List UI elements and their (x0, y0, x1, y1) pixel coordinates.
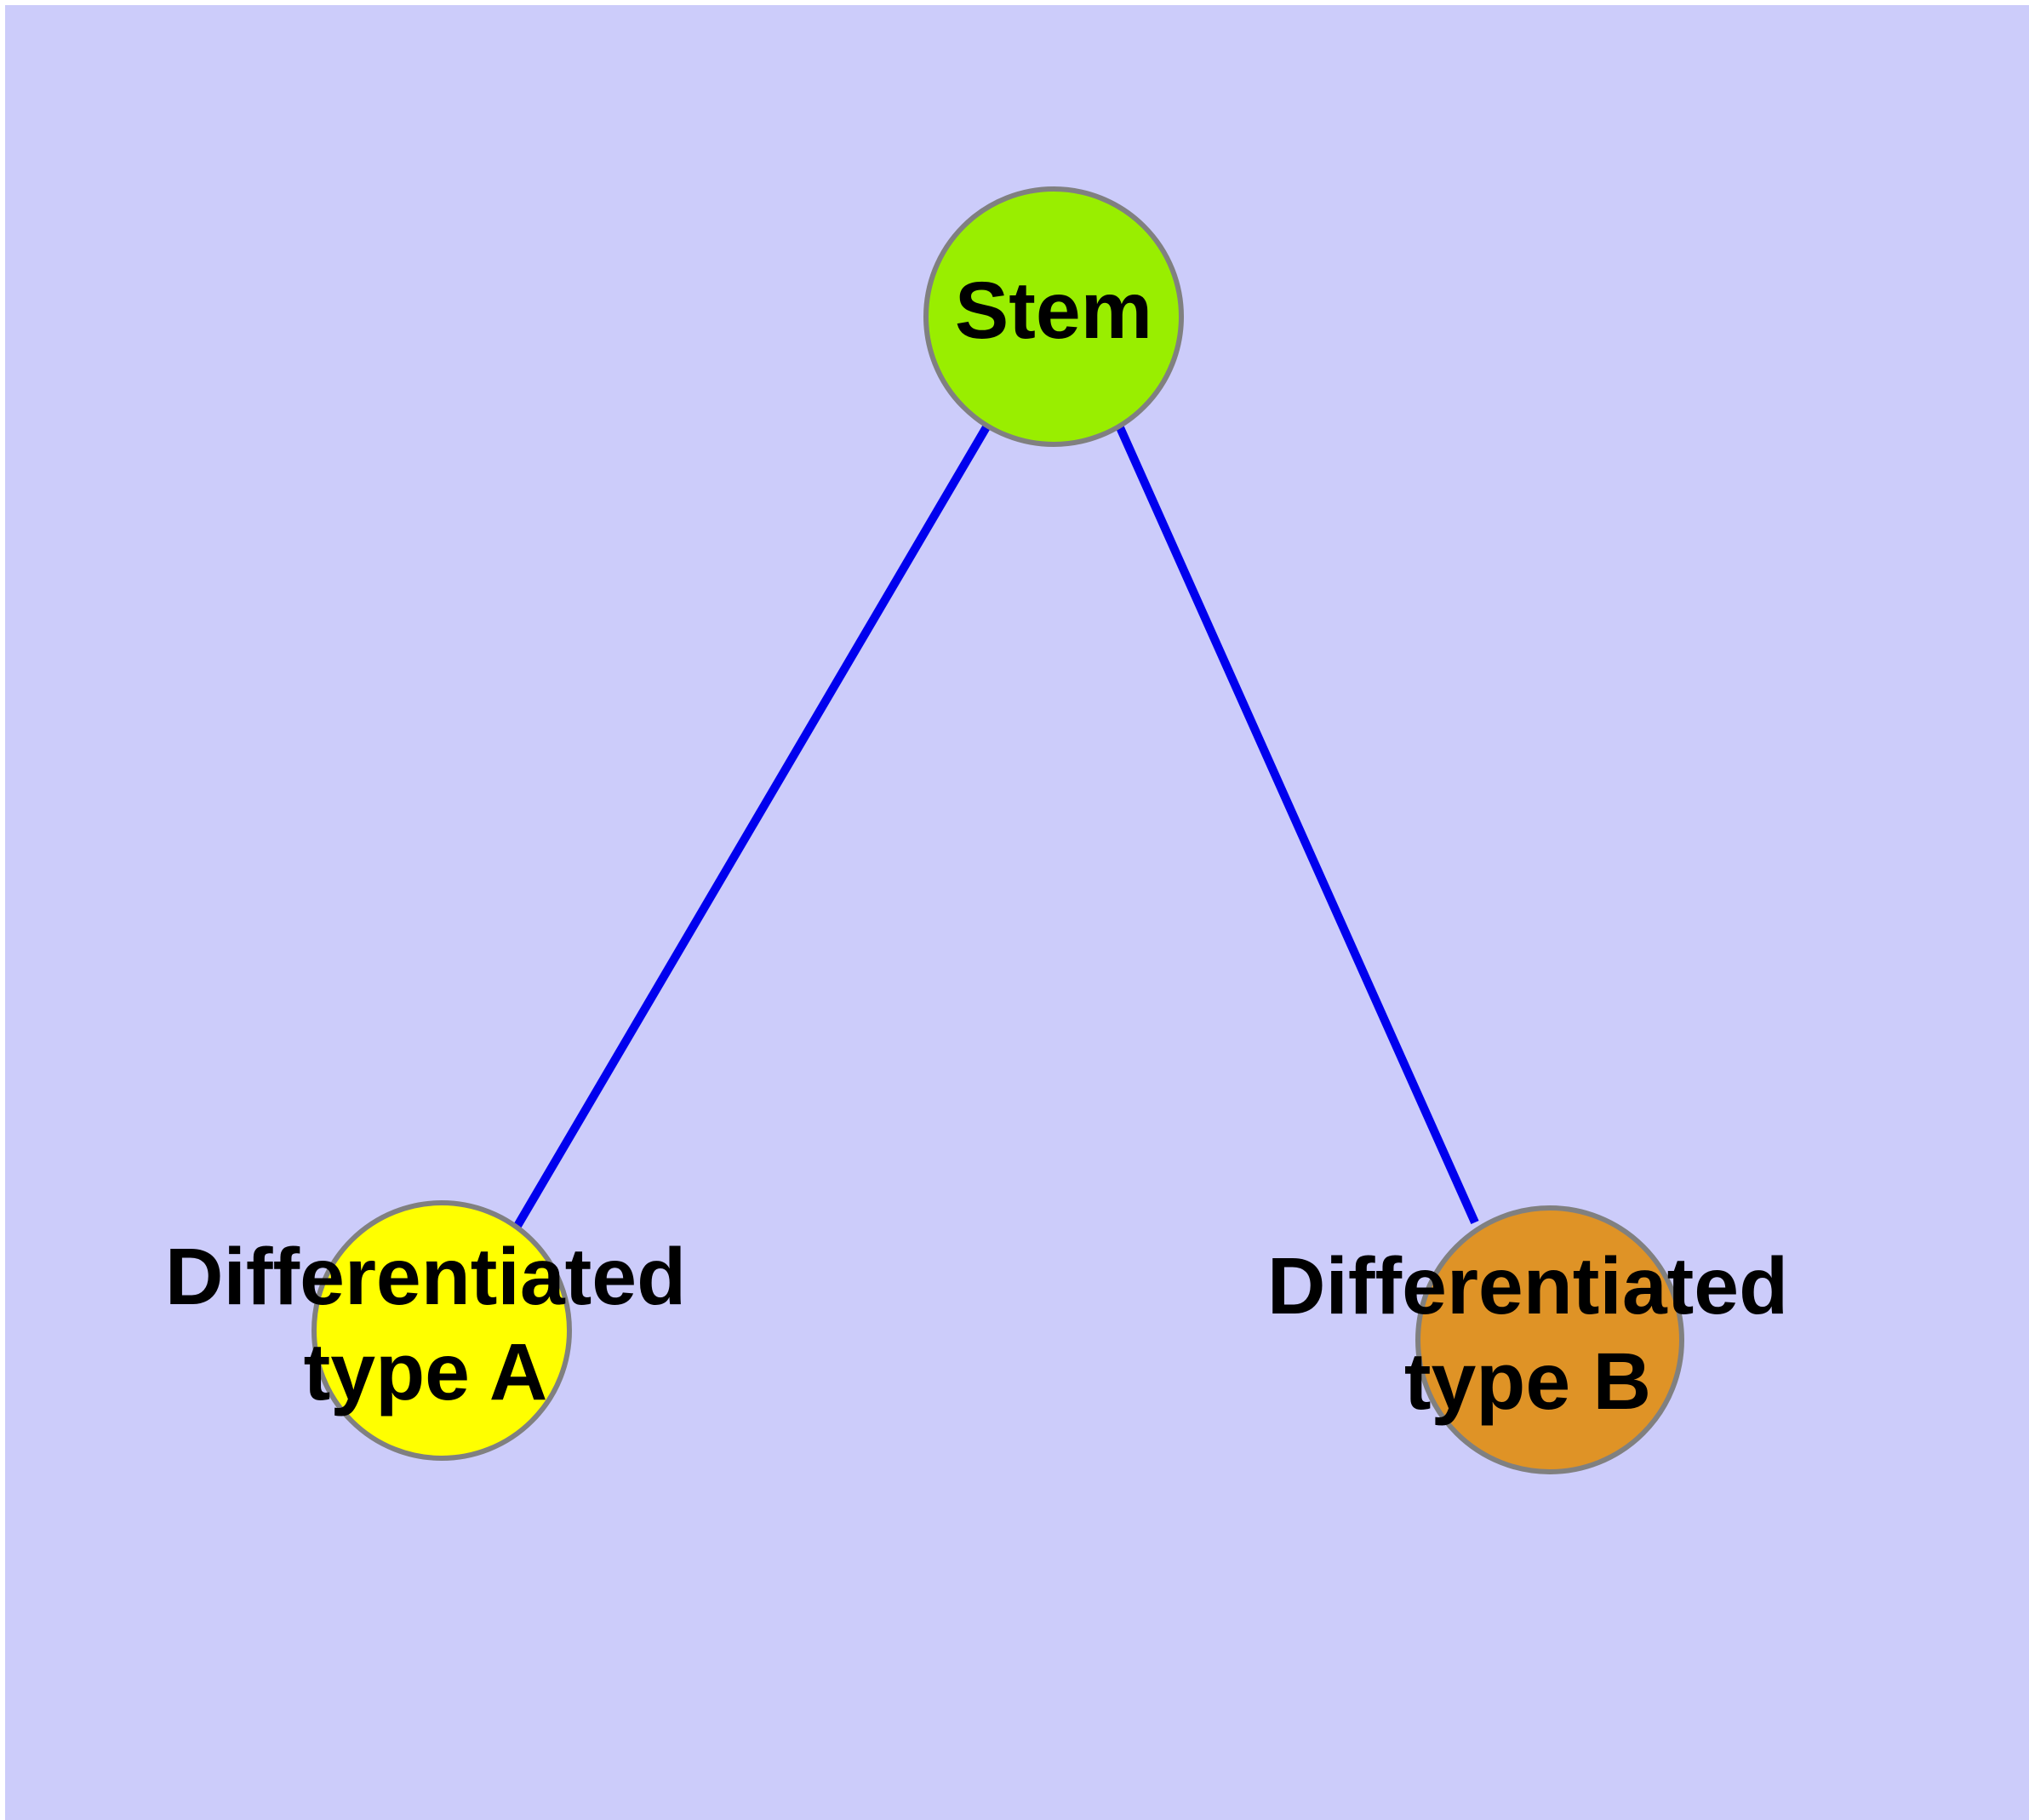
edge-stem-to-diff-b[interactable] (1115, 423, 1479, 1225)
node-circle-stem[interactable] (923, 186, 1184, 447)
edges-layer (513, 423, 1479, 1228)
node-label-line: Differentiated (165, 1232, 686, 1322)
node-label-line: Differentiated (1267, 1241, 1788, 1331)
node-circle-diff-a[interactable] (311, 1200, 572, 1461)
node-label-line: Stem (955, 266, 1152, 356)
node-stem[interactable]: Stem (923, 186, 1184, 447)
node-label-line: type A (304, 1327, 548, 1417)
edge-stem-to-diff-a[interactable] (513, 423, 992, 1228)
node-label-stem: Stem (955, 266, 1152, 356)
node-circle-diff-b[interactable] (1415, 1205, 1684, 1474)
node-label-line: type B (1404, 1336, 1651, 1427)
